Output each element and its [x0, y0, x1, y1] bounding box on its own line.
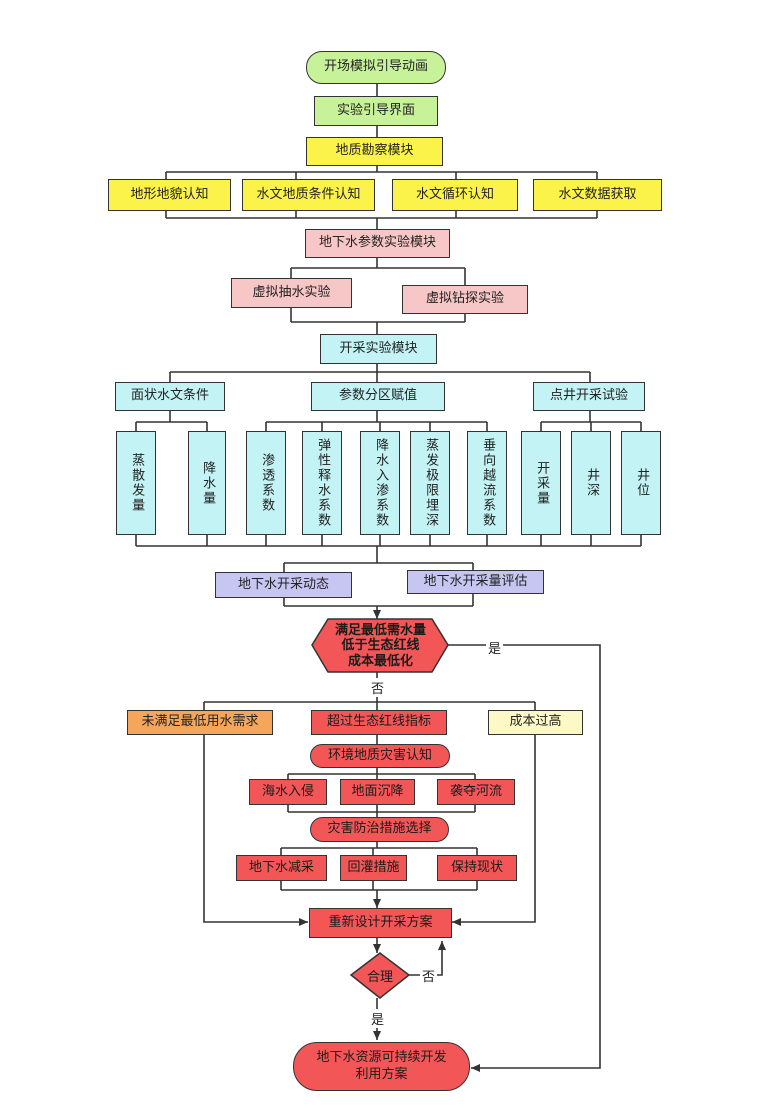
elastic-node: 弹性释水系数 [302, 431, 342, 535]
hydro-data-node: 水文数据获取 [533, 179, 662, 211]
yes-label-down: 是 [369, 1009, 387, 1028]
well-depth-node: 井深 [571, 431, 611, 535]
guide-node: 实验引导界面 [314, 96, 438, 126]
hydro-geo-node: 水文地质条件认知 [242, 179, 375, 211]
recharge-node: 回灌措施 [340, 855, 407, 881]
gw-eval-node: 地下水开采量评估 [407, 570, 544, 594]
evap-node: 蒸散发量 [116, 431, 156, 535]
cost-high-node: 成本过高 [488, 710, 583, 735]
gw-param-node: 地下水参数实验模块 [305, 229, 450, 258]
redesign-node: 重新设计开采方案 [309, 908, 452, 938]
leakage-node: 垂向越流系数 [467, 431, 507, 535]
keep-node: 保持现状 [437, 855, 517, 881]
gw-dynamic-node: 地下水开采动态 [215, 572, 352, 598]
measures-node: 灾害防治措施选择 [310, 817, 449, 842]
well-pos-node: 井位 [621, 431, 661, 535]
terrain-node: 地形地貌认知 [108, 179, 231, 211]
river-capture-node: 袭夺河流 [437, 779, 515, 805]
env-hazard-node: 环境地质灾害认知 [310, 744, 450, 768]
decision-line-1: 满足最低需水量 [334, 622, 426, 638]
decision-line-3: 成本最低化 [347, 653, 413, 669]
precip-node: 降水量 [188, 431, 226, 535]
reasonable-diamond [349, 952, 411, 999]
point-well-node: 点井开采试验 [533, 382, 645, 411]
perm-node: 渗透系数 [246, 431, 286, 535]
infil-node: 降水入渗系数 [360, 431, 400, 535]
surface-cond-node: 面状水文条件 [115, 382, 225, 411]
start-node: 开场模拟引导动画 [306, 51, 446, 84]
exceed-node: 超过生态红线指标 [311, 710, 447, 735]
geo-survey-node: 地质勘察模块 [306, 137, 443, 166]
no-label-right: 否 [420, 966, 438, 985]
yes-label-right: 是 [486, 638, 504, 657]
no-label-down: 否 [369, 678, 387, 697]
param-assign-node: 参数分区赋值 [311, 382, 445, 411]
mining-exp-node: 开采实验模块 [320, 334, 437, 364]
final-node: 地下水资源可持续开发利用方案 [293, 1042, 470, 1091]
decision-hexagon [311, 618, 449, 673]
pump-test-node: 虚拟抽水实验 [231, 278, 352, 308]
seawater-node: 海水入侵 [249, 779, 327, 805]
decision-text: 满足最低需水量 低于生态红线 成本最低化 [313, 620, 448, 672]
reduce-node: 地下水减采 [236, 855, 327, 881]
drill-test-node: 虚拟钻探实验 [402, 285, 528, 314]
reasonable-text: 合理 [366, 969, 393, 985]
water-cycle-node: 水文循环认知 [392, 179, 518, 211]
evap-depth-node: 蒸发极限埋深 [410, 431, 450, 535]
unmet-node: 未满足最低用水需求 [127, 710, 273, 735]
subsidence-node: 地面沉降 [340, 779, 415, 805]
decision-line-2: 低于生态红线 [341, 638, 420, 654]
mining-vol-node: 开采量 [521, 431, 561, 535]
